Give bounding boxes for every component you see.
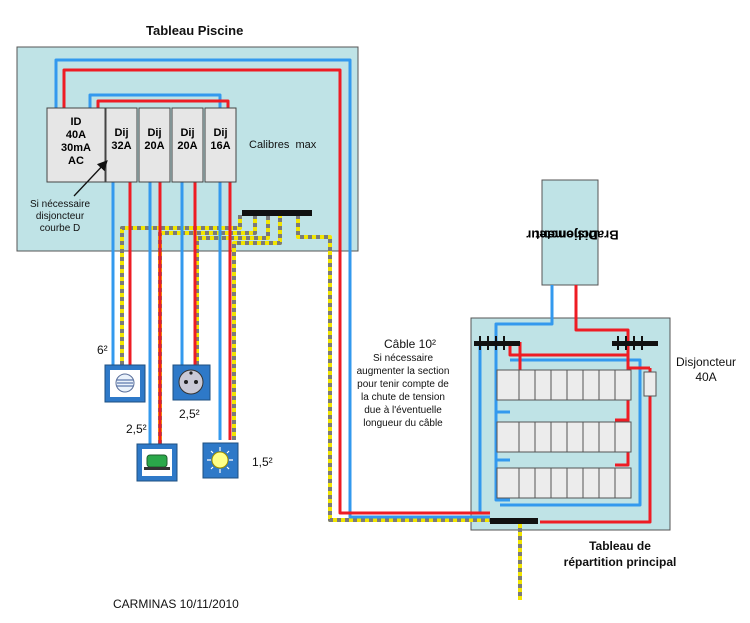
cable-line-4: la chute de tension [361,392,445,403]
d40-line-2: 40A [695,370,717,384]
repartition-line-2: répartition principal [563,555,677,569]
cable-line-1: Si nécessaire [372,353,434,364]
dij-2-name: Dij [147,127,162,139]
si-necessaire-note: Si nécessaire disjoncteur courbe D [20,199,100,235]
main-panel-title: Tableau de répartition principal [560,538,680,570]
cable-line-3: pour tenir compte de [357,379,449,390]
id-breaker-label: ID 40A 30mA AC [49,111,103,181]
id-line-4: AC [68,155,84,167]
section-6: 6² [97,343,108,357]
si-line-3: courbe D [39,223,81,234]
lamp-icon [202,442,239,479]
branchement-box [541,179,599,286]
d40-line-1: Disjoncteur [675,355,737,369]
dij-1-rating: 32A [111,140,132,152]
socket-icon [172,364,211,401]
dij-3-rating: 20A [177,140,198,152]
section-2-5-socket: 2,5² [179,407,200,421]
main-panel-breakers [496,369,632,499]
note-arrow [73,160,108,197]
heater-icon [104,364,146,403]
disjoncteur-branchement-label: Disjoncteur Branchement [527,185,619,285]
author-date: CARMINAS 10/11/2010 [113,597,239,611]
branchement-line-2: Branchement [535,227,620,243]
pump-icon [136,443,178,482]
calibres-label: Calibres max [249,139,317,151]
si-line-2: disjoncteur [35,211,85,222]
pool-breakers [46,107,237,183]
dij-1-name: Dij [114,127,129,139]
dij-4-rating: 16A [210,140,231,152]
cable-line-6: longueur du câble [363,418,443,429]
id-line-3: 30mA [61,142,91,154]
pool-panel-title: Tableau Piscine [146,23,244,38]
bus-bar-ticks [479,336,643,350]
cable-line-2: augmenter la section [356,366,450,377]
section-1-5: 1,5² [252,455,273,469]
dij-4-name: Dij [213,127,228,139]
si-line-1: Si nécessaire [29,199,91,210]
cable-note: Si nécessaire augmenter la section pour … [348,352,458,430]
dij-3-name: Dij [180,127,195,139]
repartition-line-1: Tableau de [589,539,651,553]
disjoncteur-40a-breaker [643,371,657,397]
dij-2-rating: 20A [144,140,165,152]
section-2-5-pump: 2,5² [126,422,147,436]
disjoncteur-40a-label: Disjoncteur 40A [666,355,746,385]
id-line-1: ID [70,116,82,128]
cable-title: Câble 10² [383,337,437,351]
cable-line-5: due à l'éventuelle [364,405,442,416]
id-line-2: 40A [65,129,87,141]
